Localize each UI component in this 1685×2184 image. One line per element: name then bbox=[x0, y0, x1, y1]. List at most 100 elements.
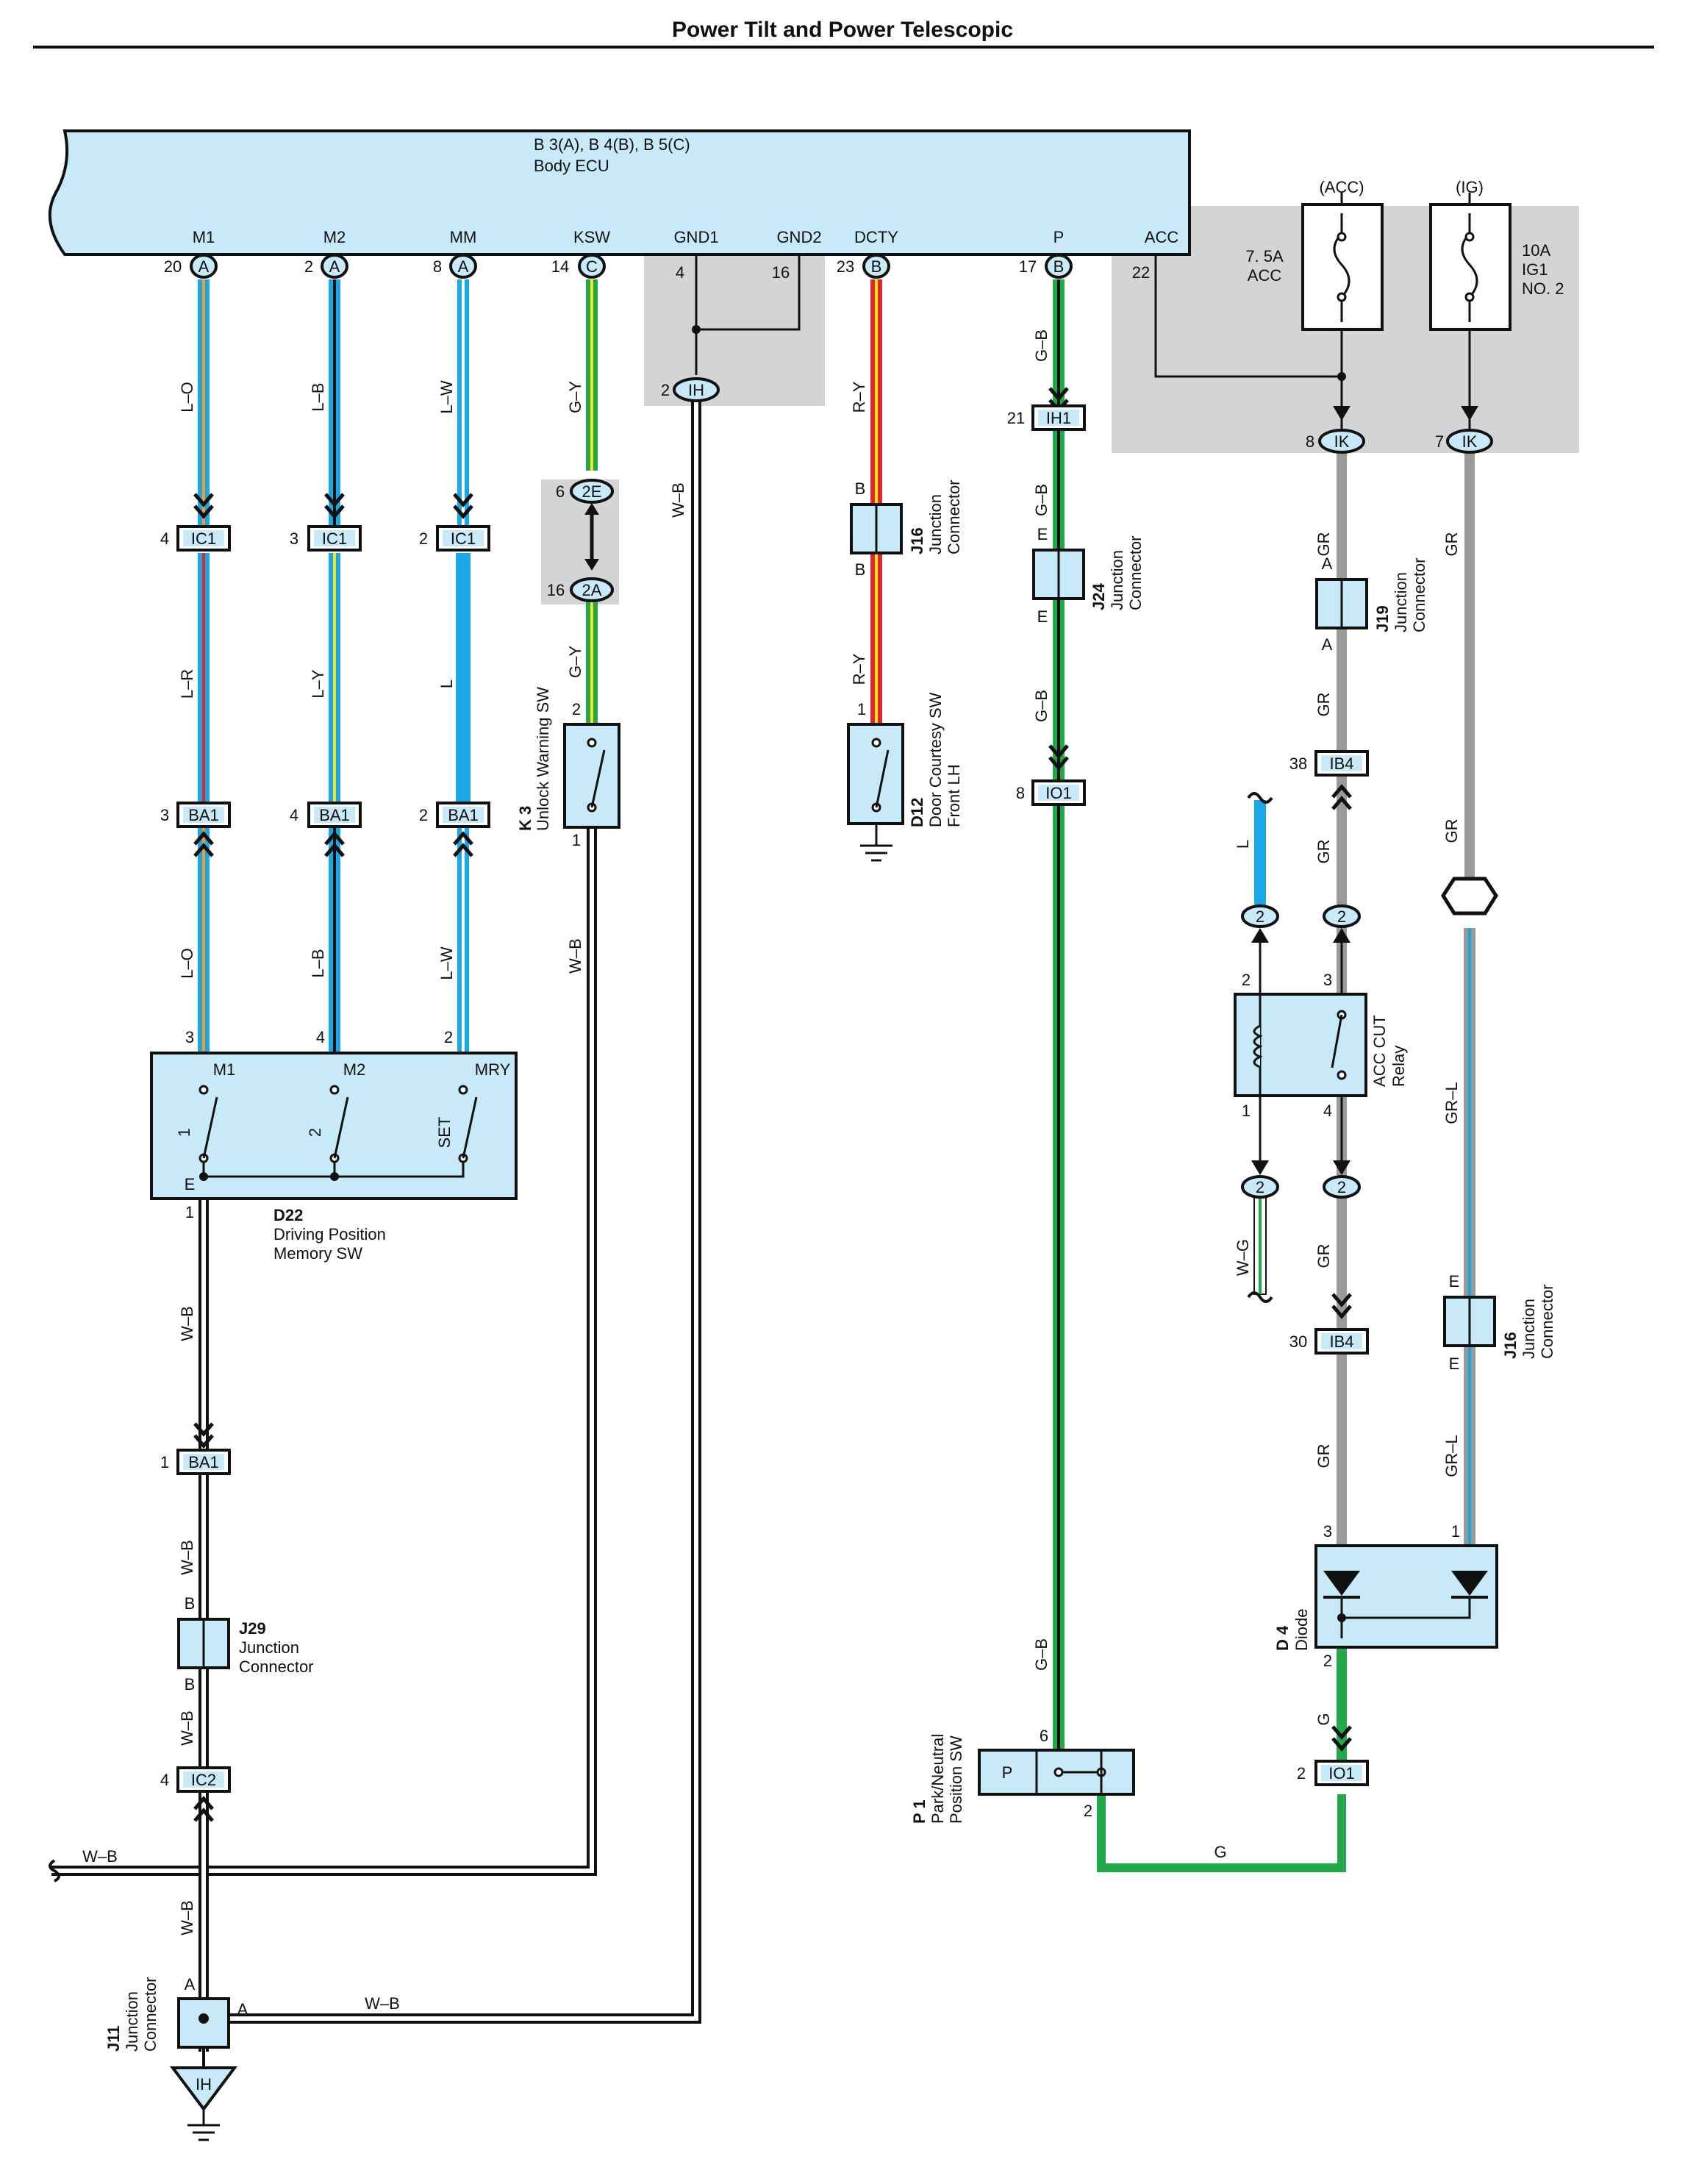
svg-text:2: 2 bbox=[1084, 1802, 1092, 1820]
junction-j16-dcty: B B J16 Junction Connector bbox=[850, 479, 963, 579]
svg-text:R–Y: R–Y bbox=[850, 653, 868, 685]
connector-ih1: IH1 21 bbox=[1007, 404, 1086, 431]
svg-text:3: 3 bbox=[185, 1028, 194, 1046]
svg-text:2: 2 bbox=[1256, 1178, 1264, 1196]
wire-ig-grl bbox=[1464, 928, 1475, 1546]
ecu-pin-b-dcty-letter: B bbox=[871, 257, 882, 276]
d22-switch-1: 1 bbox=[175, 1128, 193, 1137]
svg-text:L–W: L–W bbox=[437, 380, 456, 413]
ecu-pin-a-mm-letter: A bbox=[458, 257, 469, 276]
break-mark-top bbox=[1247, 792, 1273, 804]
svg-text:BA1: BA1 bbox=[319, 806, 350, 824]
ecu-pin-a-m1-letter: A bbox=[198, 257, 210, 276]
svg-text:A: A bbox=[1322, 554, 1333, 573]
ecu-pin-c-ksw-letter: C bbox=[586, 257, 598, 276]
svg-text:30: 30 bbox=[1289, 1332, 1307, 1351]
svg-text:Junction: Junction bbox=[239, 1638, 299, 1657]
svg-text:1: 1 bbox=[160, 1453, 169, 1471]
wire-relay-wg bbox=[1253, 1191, 1267, 1295]
diode-d4: 3 1 2 D 4 Diode bbox=[1273, 1522, 1498, 1670]
svg-text:8: 8 bbox=[1306, 432, 1314, 451]
arrow-ik-acc bbox=[1333, 406, 1350, 421]
svg-text:IC1: IC1 bbox=[191, 529, 216, 548]
switch-p1: P 6 2 P 1 Park/Neutral Position SW bbox=[910, 1727, 1135, 1824]
fuse-acc-element bbox=[1333, 213, 1350, 322]
relay-name-1: ACC CUT bbox=[1370, 1015, 1389, 1087]
svg-text:GR: GR bbox=[1314, 693, 1333, 717]
j11-id: J11 bbox=[104, 2026, 123, 2052]
wire-ksw bbox=[586, 279, 598, 725]
j16-ig-id: J16 bbox=[1501, 1332, 1520, 1359]
arrow-relay-up bbox=[1251, 928, 1350, 943]
svg-text:GR: GR bbox=[1314, 1444, 1333, 1469]
wire-labels: L–O L–B L–W G–Y W–B R–Y G–B G–B G–B GR G… bbox=[82, 329, 1461, 2013]
svg-text:38: 38 bbox=[1289, 754, 1307, 773]
connector-io1-p: IO1 8 bbox=[1016, 779, 1086, 806]
wire-mm bbox=[456, 279, 471, 1053]
wire-m2 bbox=[329, 279, 340, 1053]
acc-junction-dot bbox=[1337, 372, 1346, 381]
svg-text:W–B: W–B bbox=[178, 1306, 196, 1341]
fuse-ig-dot-bottom bbox=[1464, 292, 1475, 302]
svg-text:GR: GR bbox=[1314, 840, 1333, 864]
svg-text:GR: GR bbox=[1442, 532, 1461, 557]
ecu-terminal-labels: M1 M2 MM KSW GND1 GND2 DCTY P ACC bbox=[193, 228, 1179, 246]
svg-text:Driving Position: Driving Position bbox=[273, 1225, 386, 1243]
svg-text:L: L bbox=[1234, 840, 1252, 849]
svg-text:G–B: G–B bbox=[1032, 690, 1051, 722]
fuse-acc: (ACC) 7. 5A ACC bbox=[1245, 178, 1384, 331]
wire-m1 bbox=[198, 279, 210, 1053]
ground-ih: IH bbox=[170, 2047, 237, 2141]
connector-ic2: IC2 4 bbox=[160, 1766, 231, 1793]
ecu-pin-a-m1 bbox=[190, 254, 218, 279]
connector-ic1-m1: IC1 4 bbox=[160, 525, 231, 552]
wire-p bbox=[1053, 279, 1065, 1750]
svg-text:3: 3 bbox=[1323, 971, 1332, 989]
connector-ba1-m1: BA1 3 bbox=[160, 802, 231, 828]
svg-text:IK: IK bbox=[1462, 432, 1478, 451]
arrow-relay-down bbox=[1251, 1160, 1350, 1175]
svg-text:4: 4 bbox=[160, 1771, 169, 1789]
ecu-pin-22: 22 bbox=[1132, 263, 1150, 282]
svg-text:B: B bbox=[185, 1675, 196, 1694]
d22-id: D22 bbox=[273, 1206, 303, 1224]
svg-text:L–O: L–O bbox=[178, 382, 196, 413]
svg-text:W–B: W–B bbox=[365, 1994, 400, 2013]
svg-text:7: 7 bbox=[1435, 432, 1444, 451]
svg-text:GR: GR bbox=[1314, 532, 1333, 557]
svg-text:W–B: W–B bbox=[178, 1710, 196, 1746]
svg-text:16: 16 bbox=[547, 581, 565, 599]
fuse-acc-name: ACC bbox=[1248, 266, 1282, 285]
svg-text:GR–L: GR–L bbox=[1442, 1435, 1461, 1477]
svg-text:B: B bbox=[855, 560, 866, 579]
svg-text:E: E bbox=[1449, 1355, 1460, 1373]
svg-text:R–Y: R–Y bbox=[850, 381, 868, 413]
svg-text:Junction: Junction bbox=[926, 494, 945, 554]
svg-text:A: A bbox=[1322, 635, 1333, 654]
ecu-term-acc: ACC bbox=[1145, 228, 1179, 246]
connector-ik-acc: IK 8 bbox=[1306, 429, 1365, 454]
svg-text:2: 2 bbox=[1337, 907, 1346, 926]
svg-text:8: 8 bbox=[1016, 784, 1025, 802]
svg-text:4: 4 bbox=[160, 529, 169, 548]
ecu-pins: A 20 A 2 A 8 C 14 4 16 B 23 B 17 22 bbox=[164, 254, 1150, 282]
svg-text:L–W: L–W bbox=[437, 946, 456, 979]
fuse-ig-header: (IG) bbox=[1456, 178, 1484, 196]
j29-id: J29 bbox=[239, 1619, 266, 1638]
ecu-pin-a-m2-letter: A bbox=[329, 257, 340, 276]
svg-text:L–Y: L–Y bbox=[309, 669, 327, 698]
svg-text:IK: IK bbox=[1334, 432, 1350, 451]
connector-ba1-m2: BA1 4 bbox=[290, 802, 362, 828]
body-ecu-box bbox=[48, 129, 1191, 256]
d22-switch-2: 2 bbox=[306, 1128, 324, 1137]
fuse-ig-number: NO. 2 bbox=[1522, 279, 1564, 298]
svg-text:21: 21 bbox=[1007, 409, 1025, 427]
svg-text:BA1: BA1 bbox=[448, 806, 479, 824]
junction-j11: A A J11 Junction Connector bbox=[104, 1975, 248, 2052]
page-title: Power Tilt and Power Telescopic bbox=[672, 18, 1013, 42]
wire-gnd-wb bbox=[229, 400, 701, 2024]
d22-switch-set: SET bbox=[435, 1117, 454, 1149]
svg-text:2: 2 bbox=[1297, 1764, 1306, 1782]
switch-d12: 1 D12 Door Courtesy SW Front LH bbox=[847, 692, 963, 862]
svg-text:A: A bbox=[237, 2000, 248, 2019]
